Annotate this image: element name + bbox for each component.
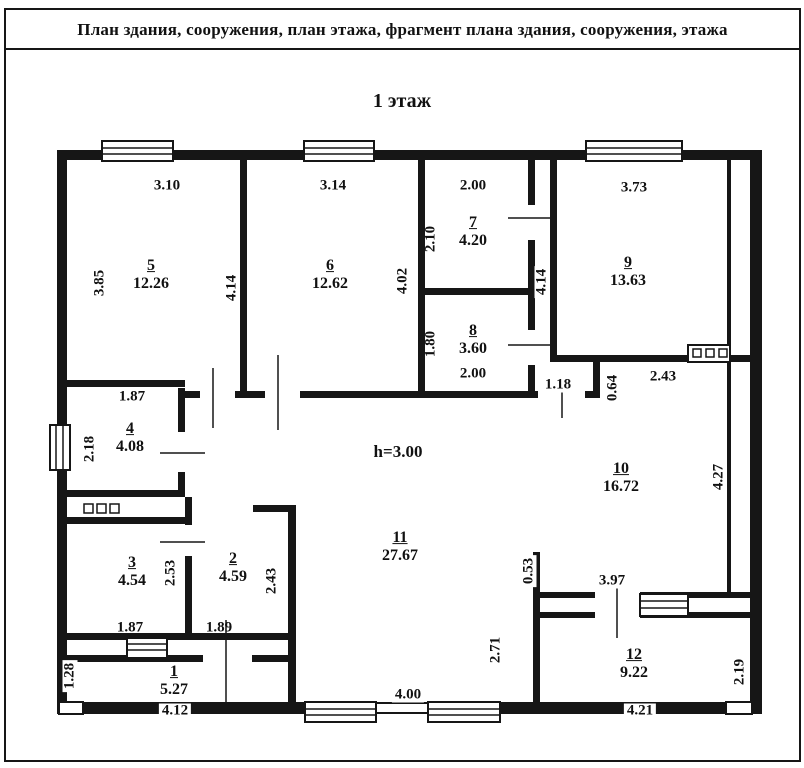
window-glazing <box>55 425 64 470</box>
window-glazing <box>586 147 682 155</box>
wall <box>185 556 192 640</box>
wall <box>727 160 731 592</box>
window-glazing-lines <box>55 147 688 716</box>
vent-icon <box>692 348 702 358</box>
window-symbol <box>49 424 71 471</box>
walls <box>57 150 762 714</box>
wall <box>57 150 762 160</box>
window-symbol <box>639 593 689 617</box>
wall <box>528 240 535 330</box>
wall <box>728 355 752 362</box>
window-symbol <box>101 140 174 162</box>
door-lines <box>160 217 618 712</box>
wall <box>67 380 185 387</box>
wall <box>425 288 528 295</box>
wall <box>528 160 535 205</box>
wall <box>593 355 600 398</box>
floor-title: 1 этаж <box>372 90 432 112</box>
wall <box>67 490 185 497</box>
window-glazing <box>640 600 688 609</box>
wall <box>185 497 192 525</box>
window-symbol <box>126 637 168 659</box>
wall <box>640 612 752 618</box>
wall <box>550 160 557 355</box>
wall <box>640 592 752 598</box>
wall <box>425 391 538 398</box>
wall <box>288 640 296 702</box>
header-title: План здания, сооружения, план этажа, фра… <box>77 20 728 39</box>
wall <box>253 505 296 512</box>
window-glazing <box>102 147 173 155</box>
window-symbol <box>303 140 375 162</box>
wall <box>252 655 296 662</box>
window-symbol <box>304 701 377 723</box>
window-symbol <box>585 140 683 162</box>
document-header: План здания, сооружения, план этажа, фра… <box>6 12 799 50</box>
window-glazing <box>127 643 167 651</box>
wall <box>67 517 185 524</box>
window-symbol <box>427 701 501 723</box>
wall <box>540 592 595 598</box>
wall <box>185 391 200 398</box>
vent-icon <box>96 503 107 514</box>
wall <box>540 612 595 618</box>
vent-squares <box>83 348 728 514</box>
wall <box>178 388 185 432</box>
wall <box>192 633 296 640</box>
wall <box>750 150 762 714</box>
vent-icon <box>83 503 94 514</box>
wall <box>418 160 425 391</box>
window-glazing <box>428 708 500 716</box>
page-border <box>4 8 801 762</box>
wall <box>528 365 535 398</box>
vent-icon <box>705 348 715 358</box>
corner-notch <box>725 701 753 715</box>
window-glazing <box>305 708 376 716</box>
wall <box>550 355 688 362</box>
wall <box>178 472 185 497</box>
wall <box>240 160 247 391</box>
wall <box>288 505 296 640</box>
window-glazing <box>304 147 374 155</box>
wall <box>533 552 540 702</box>
vent-icon <box>109 503 120 514</box>
corner-notch <box>58 701 84 715</box>
vent-icon <box>718 348 728 358</box>
windows <box>49 140 689 723</box>
wall <box>585 391 600 398</box>
wall <box>300 391 425 398</box>
wall <box>67 633 185 640</box>
exterior-door-opening <box>376 704 428 712</box>
wall <box>235 391 265 398</box>
